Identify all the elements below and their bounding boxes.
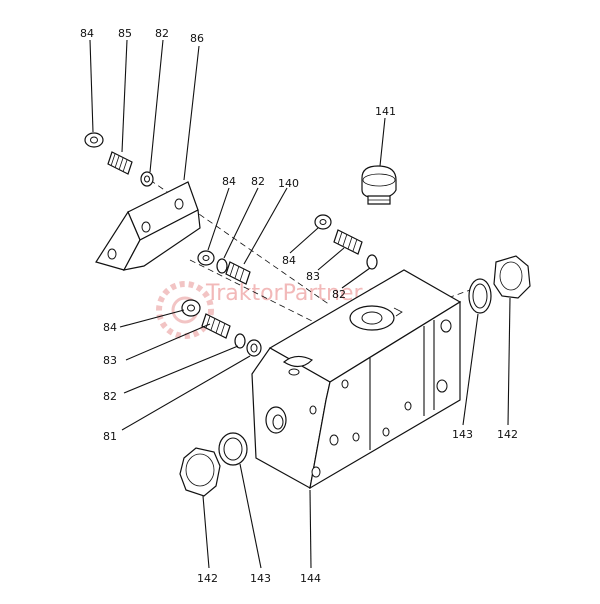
threaded-plug-85 — [107, 151, 133, 175]
label-144: 144 — [300, 572, 321, 585]
bolt-83-right — [333, 229, 363, 255]
label-140: 140 — [278, 177, 299, 190]
label-141: 141 — [375, 105, 396, 118]
bracket-86 — [95, 181, 201, 271]
seal-81 — [246, 339, 262, 357]
nut-84-mid — [197, 250, 215, 266]
label-84-top: 84 — [80, 27, 94, 40]
label-82-mid: 82 — [251, 175, 265, 188]
label-143-right: 143 — [452, 428, 473, 441]
washer-82-right — [366, 254, 378, 270]
label-142-right: 142 — [497, 428, 518, 441]
leader-lines — [89, 39, 511, 569]
label-82-left: 82 — [103, 390, 117, 403]
washer-82-left — [234, 333, 246, 349]
nut-84-top — [84, 132, 104, 148]
label-84-left: 84 — [103, 321, 117, 334]
bolt-83-left — [201, 313, 231, 339]
label-143-bottom: 143 — [250, 572, 271, 585]
bolt-140 — [225, 261, 251, 285]
plug-142-bottom — [179, 447, 221, 497]
label-83-right: 83 — [306, 270, 320, 283]
label-86: 86 — [190, 32, 204, 45]
plug-142-right — [493, 255, 531, 299]
label-81: 81 — [103, 430, 117, 443]
valve-body-144 — [251, 269, 462, 490]
nut-84-left — [181, 299, 201, 317]
label-82-right: 82 — [332, 288, 346, 301]
washer-82-mid — [216, 258, 228, 274]
part-labels: 84 85 82 86 141 84 82 140 84 83 82 84 83… — [80, 27, 518, 585]
label-142-bottom: 142 — [197, 572, 218, 585]
label-82-top: 82 — [155, 27, 169, 40]
label-83-left: 83 — [103, 354, 117, 367]
nut-84-right — [314, 214, 332, 230]
label-84-mid: 84 — [222, 175, 236, 188]
plug-141 — [361, 165, 397, 205]
washer-82-top — [140, 171, 154, 187]
o-ring-143-right — [468, 278, 492, 314]
label-84-right: 84 — [282, 254, 296, 267]
label-85: 85 — [118, 27, 132, 40]
o-ring-143-bottom — [218, 432, 248, 466]
